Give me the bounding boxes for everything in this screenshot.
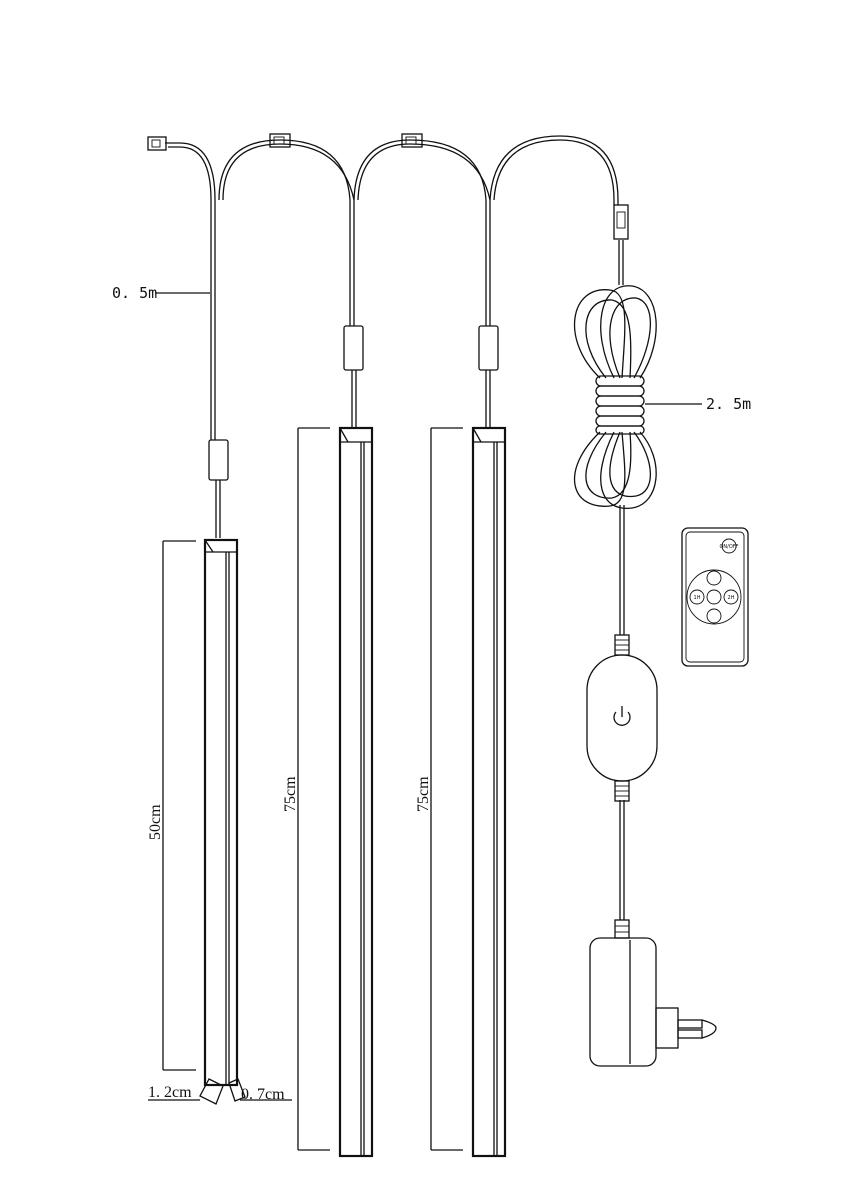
connector-icon [147,133,629,240]
timer-1h-label: 1H [694,595,701,601]
remote-control-icon: ON/OFF 1H 2H [681,527,749,667]
power-icon [613,706,631,726]
power-adapter-icon [589,919,717,1067]
bar3-length-label: 75cm [415,776,432,812]
touch-switch-icon [586,634,658,802]
cable-coil-icon [573,285,657,509]
svg-text:ON/OFF: ON/OFF [719,544,738,550]
dimension-lines [148,292,702,1151]
cable-network [165,135,625,920]
on-off-button [721,538,737,554]
brightness-icon [706,589,722,605]
timer-2h-label: 2H [728,595,735,601]
inline-block [208,325,499,481]
bar2-length-label: 75cm [282,776,299,812]
brightness-icon [706,608,722,624]
cable-short-label: 0. 5m [112,284,157,302]
light-bar-icon [199,426,507,1158]
bar-width-label: 1. 2cm [148,1084,192,1101]
bar-depth-label: 0. 7cm [241,1086,285,1103]
cable-long-label: 2. 5m [706,395,751,413]
brightness-icon [706,570,722,586]
bar1-length-label: 50cm [147,804,164,840]
